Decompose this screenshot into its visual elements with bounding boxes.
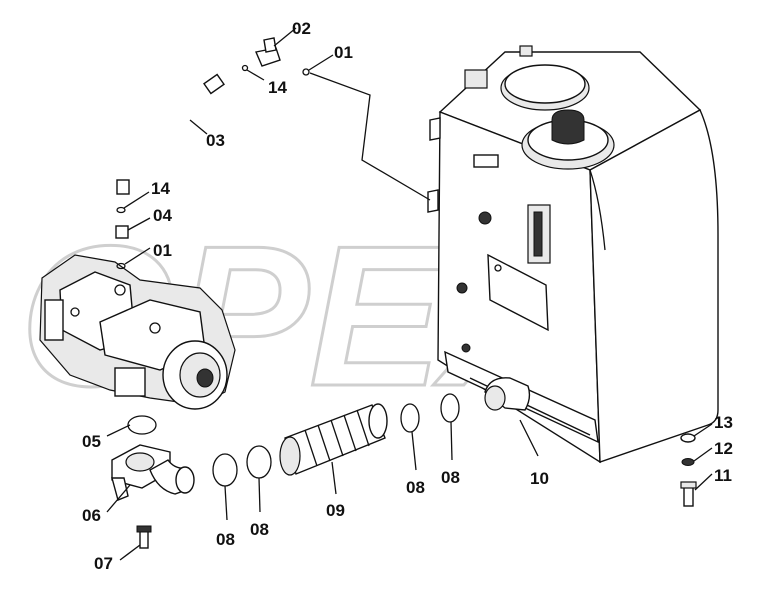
o-ring-icon-2: [116, 262, 126, 270]
callout-06: 06: [82, 506, 101, 525]
callout-labels: 02 01 14 03 14 04 01 05 06 07 08 08 09 0…: [82, 19, 733, 573]
callout-08-b: 08: [250, 520, 269, 539]
callout-04: 04: [153, 206, 172, 225]
o-ring-icon: [116, 206, 126, 214]
callout-09: 09: [326, 501, 345, 520]
callout-07: 07: [94, 554, 113, 573]
callout-01-mid: 01: [153, 241, 172, 260]
callout-05: 05: [82, 432, 101, 451]
adapter-icon: [115, 225, 129, 239]
callout-01-top: 01: [334, 43, 353, 62]
hydraulic-tank-icon: [309, 45, 719, 464]
callout-02: 02: [292, 19, 311, 38]
callout-12: 12: [714, 439, 733, 458]
hydraulic-pump-icon: [39, 254, 236, 410]
callout-14-top: 14: [268, 78, 287, 97]
callout-03: 03: [206, 131, 225, 150]
suction-hose-icon: [279, 403, 388, 476]
callout-14-mid: 14: [151, 179, 170, 198]
suction-flange-icon: [111, 415, 195, 549]
leader-lines: [106, 27, 713, 561]
callout-11: 11: [714, 466, 732, 485]
callout-08-d: 08: [441, 468, 460, 487]
callout-08-a: 08: [216, 530, 235, 549]
callout-08-c: 08: [406, 478, 425, 497]
callout-10: 10: [530, 469, 549, 488]
pressure-hose-icon: [116, 73, 225, 195]
callout-13: 13: [714, 413, 733, 432]
elbow-fitting-icon: [241, 37, 310, 76]
mounting-hardware-icon: [680, 433, 697, 507]
